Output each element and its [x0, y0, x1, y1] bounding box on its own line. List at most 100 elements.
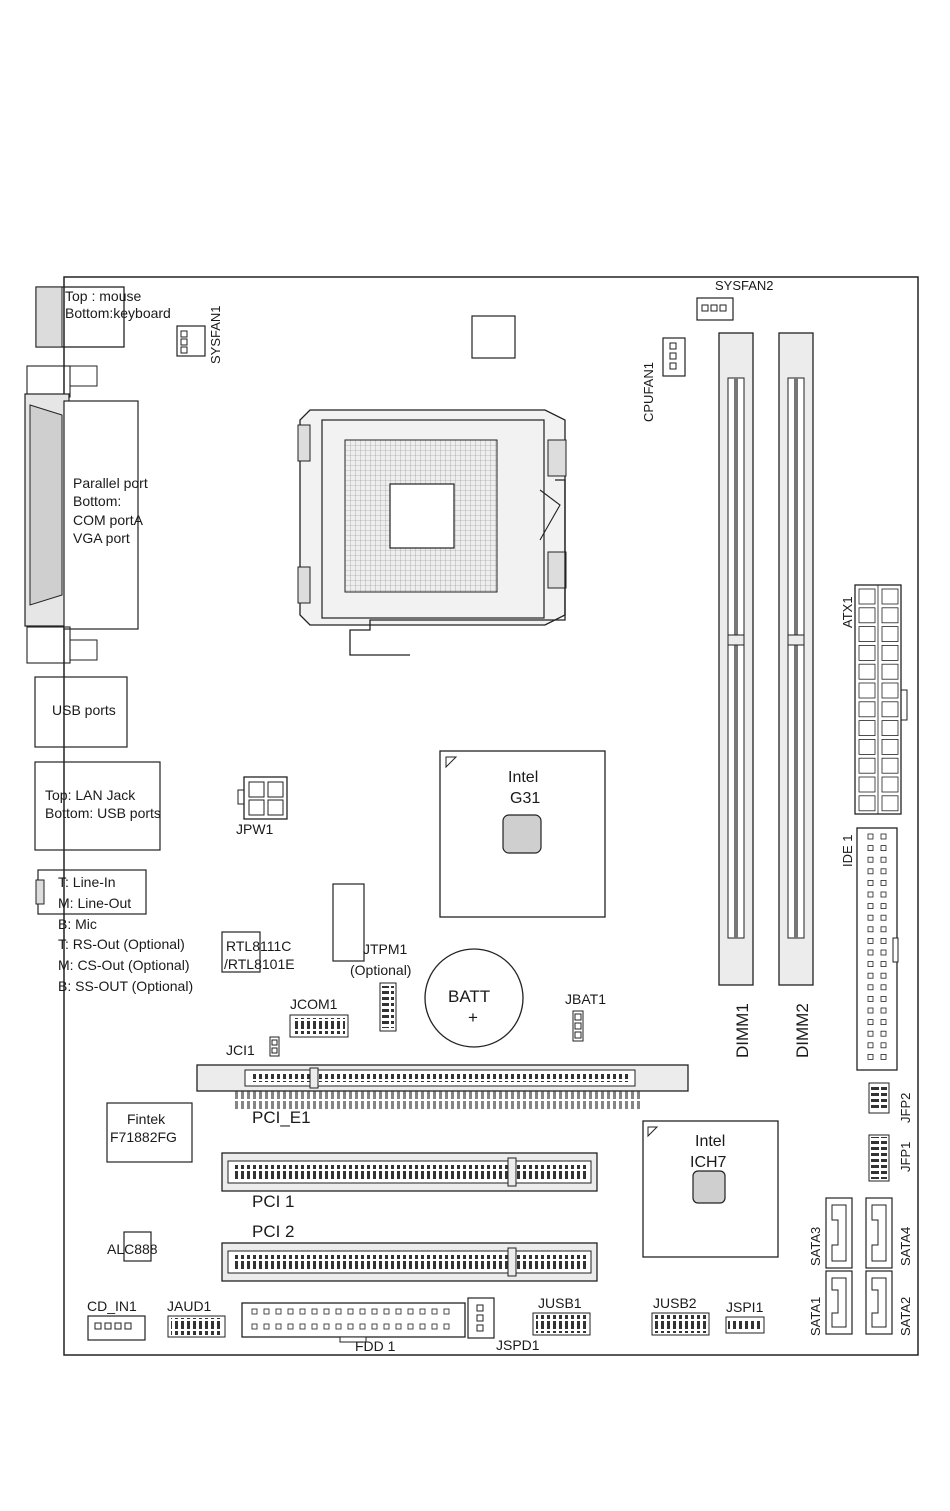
connector-pin	[323, 1323, 330, 1330]
fintek-label-1: Fintek	[127, 1111, 166, 1127]
connector-pin	[443, 1308, 450, 1315]
rtl-label-1: RTL8111C	[226, 938, 291, 954]
io-label-2: Bottom:	[73, 493, 121, 509]
connector-pin	[407, 1323, 414, 1330]
connector-pin	[323, 1308, 330, 1315]
jtpm1-optional-label: (Optional)	[350, 962, 411, 978]
atx1-label: ATX1	[840, 596, 855, 628]
io-label-3: COM portA	[73, 512, 144, 528]
connector-pin	[858, 739, 876, 755]
atx1-power-connector: ATX1	[840, 584, 908, 815]
connector-pin	[275, 1308, 282, 1315]
sysfan2-connector: SYSFAN2	[696, 278, 774, 321]
connector-pin	[867, 856, 874, 863]
connector-pin	[880, 880, 887, 886]
cpu-socket	[297, 409, 567, 656]
connector-pin	[880, 845, 887, 851]
connector-pin	[858, 795, 876, 812]
connector-pin	[858, 645, 876, 661]
lan-label-top: Top: LAN Jack	[45, 787, 136, 803]
connector-pin	[881, 607, 899, 624]
ide1-connector: IDE 1	[840, 827, 899, 1071]
connector-pin	[867, 949, 874, 956]
jspi1-header: JSPI1	[725, 1299, 765, 1334]
connector-pin	[867, 938, 874, 944]
connector-pin	[881, 588, 899, 605]
audio-label-5: M: CS-Out (Optional)	[58, 957, 189, 973]
jusb2-label: JUSB2	[653, 1295, 697, 1311]
jcom1-label: JCOM1	[290, 996, 338, 1012]
connector-pin	[443, 1323, 450, 1330]
connector-pin	[880, 856, 887, 863]
sata3-label: SATA3	[808, 1227, 823, 1266]
connector-pin	[867, 903, 874, 909]
jusb2-header: JUSB2	[651, 1295, 710, 1336]
connector-pin	[419, 1323, 426, 1330]
io-label-4: VGA port	[73, 530, 130, 546]
connector-pin	[311, 1308, 318, 1315]
cmos-battery: BATT +	[424, 948, 524, 1048]
connector-pin	[880, 1019, 887, 1025]
jfp2-label: JFP2	[898, 1093, 913, 1123]
connector-pin	[880, 903, 887, 909]
connector-pin	[880, 961, 887, 967]
northbridge-label-2: G31	[510, 790, 540, 807]
connector-pin	[880, 926, 887, 933]
audio-label-3: B: Mic	[58, 916, 97, 932]
audio-codec-chip: ALC888	[107, 1231, 158, 1262]
pci-e1-slot: PCI_E1	[196, 1064, 689, 1127]
connector-pin	[383, 1323, 390, 1330]
sata2-label: SATA2	[898, 1297, 913, 1336]
connector-pin	[867, 1042, 874, 1049]
connector-pin	[880, 996, 887, 1002]
connector-pin	[880, 868, 887, 875]
audio-label-6: B: SS-OUT (Optional)	[58, 978, 193, 994]
connector-pin	[431, 1308, 438, 1315]
sata1-label: SATA1	[808, 1297, 823, 1336]
jspd1-connector: JSPD1	[467, 1297, 540, 1353]
sata2-connector: SATA2	[865, 1270, 913, 1336]
connector-pin	[858, 682, 876, 699]
top-chip	[471, 315, 516, 359]
audio-label-2: M: Line-Out	[58, 895, 131, 911]
ps2-label-top: Top : mouse	[65, 288, 141, 304]
connector-pin	[407, 1308, 414, 1315]
audio-jacks: T: Line-In M: Line-Out B: Mic T: RS-Out …	[35, 869, 193, 994]
connector-pin	[251, 1308, 258, 1315]
connector-pin	[880, 1030, 887, 1037]
batt-label: BATT	[448, 987, 490, 1006]
pci1-label: PCI 1	[252, 1192, 295, 1211]
ps2-label-bottom: Bottom:keyboard	[65, 305, 171, 321]
connector-pin	[383, 1308, 390, 1315]
connector-pin	[371, 1308, 378, 1315]
connector-pin	[359, 1323, 366, 1330]
connector-pin	[867, 914, 874, 921]
fintek-label-2: F71882FG	[110, 1129, 177, 1145]
cpufan1-label: CPUFAN1	[641, 362, 656, 422]
northbridge-chip: Intel G31	[439, 750, 606, 918]
southbridge-label-1: Intel	[695, 1133, 725, 1150]
connector-pin	[881, 739, 899, 755]
connector-pin	[867, 833, 874, 840]
connector-pin	[867, 891, 874, 898]
connector-pin	[371, 1323, 378, 1330]
jfp1-header: JFP1	[868, 1134, 913, 1182]
sata4-connector: SATA4	[865, 1197, 913, 1269]
sata4-label: SATA4	[898, 1227, 913, 1266]
connector-pin	[335, 1308, 342, 1315]
usb-ports-label: USB ports	[52, 702, 116, 718]
dimm2-slot: DIMM2	[778, 332, 814, 1058]
connector-pin	[867, 868, 874, 875]
cd-in1-label: CD_IN1	[87, 1298, 137, 1314]
sysfan2-label: SYSFAN2	[715, 278, 774, 293]
connector-pin	[858, 626, 876, 642]
cpufan1-connector: CPUFAN1	[641, 337, 686, 422]
connector-pin	[867, 961, 874, 967]
connector-pin	[395, 1323, 402, 1330]
io-label-1: Parallel port	[73, 475, 148, 491]
southbridge-label-2: ICH7	[690, 1154, 727, 1171]
connector-pin	[881, 776, 899, 793]
sata3-connector: SATA3	[808, 1197, 853, 1269]
connector-pin	[881, 663, 899, 680]
connector-pin	[867, 1030, 874, 1037]
